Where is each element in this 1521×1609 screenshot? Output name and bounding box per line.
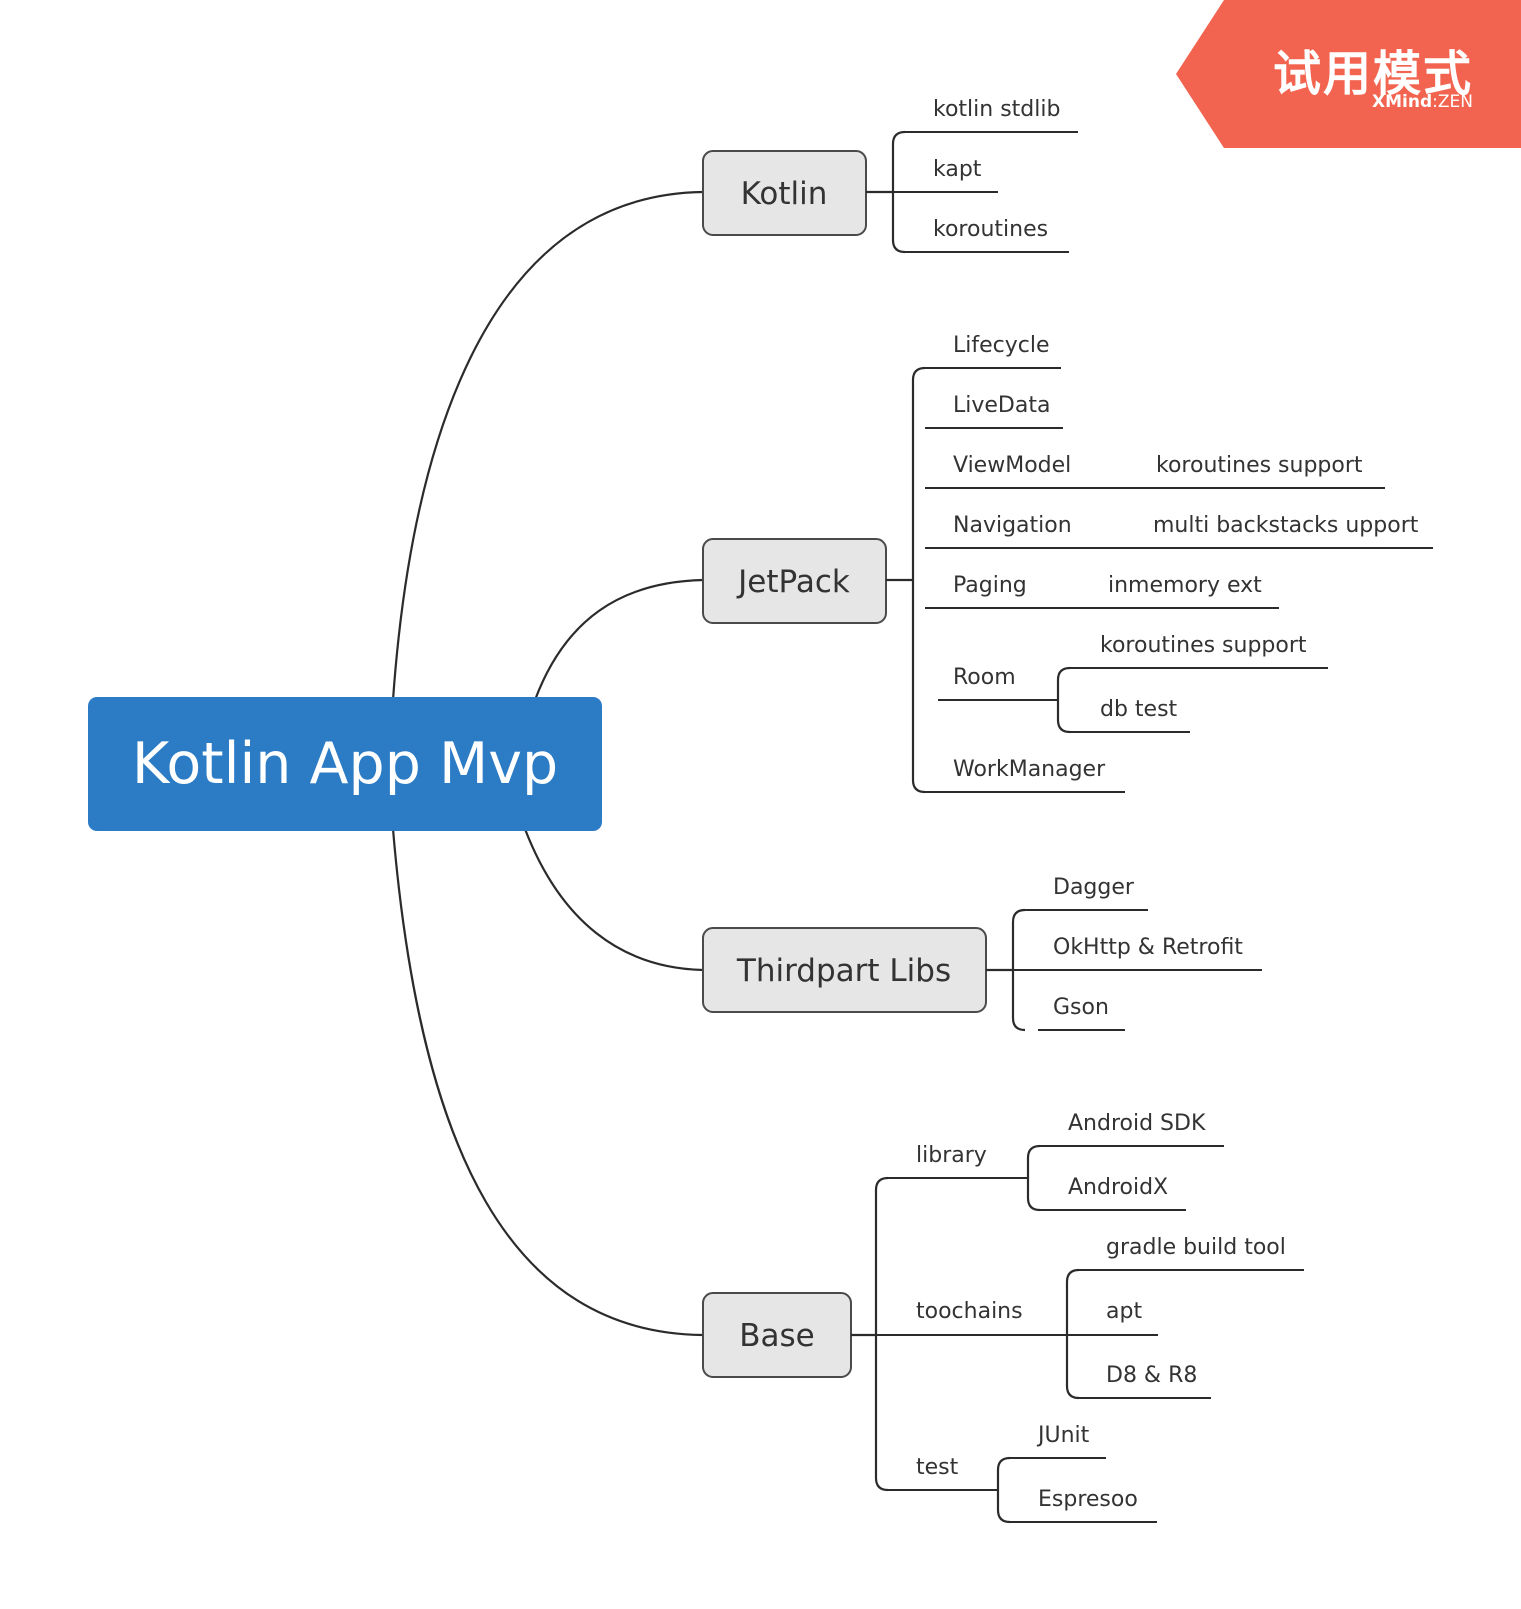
kotlin-leaf: kapt (933, 157, 982, 182)
jetpack-leaf: Navigation (953, 513, 1072, 538)
test-connector (996, 1456, 1011, 1524)
root-topic[interactable]: Kotlin App Mvp (88, 697, 602, 831)
base-group-label: test (916, 1455, 959, 1480)
jetpack-connector (886, 366, 926, 794)
library-leaf: Android SDK (1068, 1111, 1206, 1136)
base-group-label: toochains (916, 1299, 1023, 1324)
branch-jetpack (533, 578, 704, 701)
library-connector (1026, 1144, 1041, 1212)
topic-base[interactable]: Base (702, 1292, 852, 1378)
toolchains-leaf: D8 & R8 (1106, 1363, 1197, 1388)
thirdpart-leaf: OkHttp & Retrofit (1053, 935, 1243, 960)
topic-kotlin-label: Kotlin (741, 176, 828, 212)
jetpack-leaf: LiveData (953, 393, 1050, 418)
topic-base-label: Base (739, 1318, 815, 1354)
base-group-label: library (916, 1143, 987, 1168)
jetpack-leaf: Paging (953, 573, 1027, 598)
topic-jetpack[interactable]: JetPack (702, 538, 887, 624)
topic-thirdpart[interactable]: Thirdpart Libs (702, 927, 987, 1013)
jetpack-leaf: Room (953, 665, 1016, 690)
root-label: Kotlin App Mvp (132, 731, 558, 797)
jetpack-leaf: WorkManager (953, 757, 1106, 782)
topic-jetpack-label: JetPack (736, 564, 850, 600)
thirdpart-leaf: Dagger (1053, 875, 1135, 900)
thirdpart-leaf: Gson (1053, 995, 1109, 1020)
test-leaf: JUnit (1036, 1423, 1090, 1448)
jetpack-subleaf: multi backstacks upport (1153, 513, 1419, 538)
branch-thirdpart (523, 828, 704, 972)
jetpack-leaf: ViewModel (953, 453, 1071, 478)
jetpack-subleaf: inmemory ext (1108, 573, 1262, 598)
kotlin-leaf: kotlin stdlib (933, 97, 1060, 122)
test-leaf: Espresoo (1038, 1487, 1138, 1512)
xmind-zen-logo: XMind:ZEN (1372, 92, 1473, 112)
room-subleaf: koroutines support (1100, 633, 1307, 658)
topic-kotlin[interactable]: Kotlin (702, 150, 867, 236)
topic-thirdpart-label: Thirdpart Libs (736, 953, 951, 989)
room-connector (1056, 666, 1071, 734)
toolchains-leaf: gradle build tool (1106, 1235, 1286, 1260)
trial-badge-shape (1176, 0, 1521, 148)
trial-mode-badge: 试用模式 XMind:ZEN (1176, 0, 1521, 148)
kotlin-leaf: koroutines (933, 217, 1048, 242)
branch-kotlin (391, 190, 704, 701)
branch-base (391, 828, 704, 1337)
trial-mode-title: 试用模式 (1272, 46, 1473, 102)
jetpack-subleaf: koroutines support (1156, 453, 1363, 478)
room-subleaf: db test (1100, 697, 1178, 722)
jetpack-leaf: Lifecycle (953, 333, 1050, 358)
toolchains-leaf: apt (1106, 1299, 1142, 1324)
library-leaf: AndroidX (1068, 1175, 1168, 1200)
